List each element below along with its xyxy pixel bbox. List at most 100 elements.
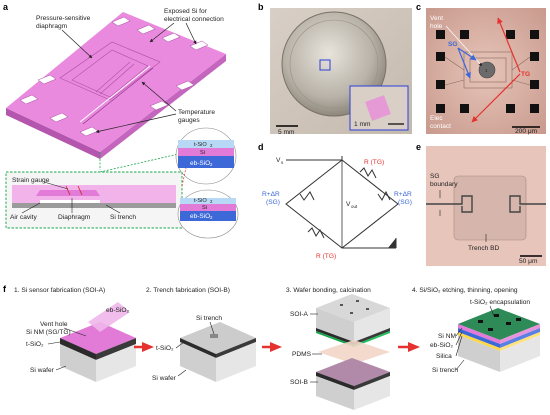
scale-e: 50 μm <box>519 258 538 265</box>
s1-eb: eb-SiO₂ <box>106 307 130 314</box>
label-vout: V <box>346 201 351 208</box>
zoom1-si: Si <box>200 150 205 156</box>
label-elec-2: contact <box>430 123 451 130</box>
s1-sinm: Si NM (SG/TG) <box>26 329 71 336</box>
step-1-block: eb-SiO₂ Vent hole Si NM (SG/TG) t-SiO₂ S… <box>26 302 136 382</box>
label-si-trench: Si trench <box>110 214 136 221</box>
svg-text:s: s <box>281 160 284 165</box>
label-sg: SG <box>448 41 458 48</box>
s2-wafer: Si wafer <box>152 375 177 382</box>
strain-gauge-lines <box>79 65 151 123</box>
label-vent-2: hole <box>430 23 443 30</box>
panel-f: f 1. Si sensor fabrication (SOI-A) 2. Tr… <box>3 284 540 410</box>
ground-symbol <box>388 238 396 248</box>
label-strain-gauge: Strain gauge <box>12 177 50 184</box>
panel-letter-b: b <box>258 2 264 12</box>
s2-tsio: t-SiO₂ <box>156 345 174 352</box>
label-diaphragm: Diaphragm <box>58 214 91 221</box>
svg-text:2: 2 <box>210 215 213 220</box>
arrow-1-2 <box>142 342 154 352</box>
svg-text:2: 2 <box>210 162 213 167</box>
step-1-title: 1. Si sensor fabrication (SOI-A) <box>14 287 105 294</box>
inset-chip <box>365 95 391 121</box>
label-r-sg-left-2: (SG) <box>266 199 280 206</box>
panel-letter-e: e <box>416 142 421 152</box>
s3-soia: SOI-A <box>290 311 309 318</box>
label-exposed-si-2: electrical connection <box>164 16 224 23</box>
panel-letter-d: d <box>258 142 264 152</box>
trench-region <box>453 175 527 241</box>
vent-hole <box>478 61 496 79</box>
s1-tsio: t-SiO₂ <box>26 341 44 348</box>
svg-text:1: 1 <box>485 68 488 73</box>
arrow-3-4 <box>408 342 420 352</box>
zoom1-tsio2: t-SiO <box>194 142 207 148</box>
step-3-block: SOI-A PDMS SOI-B <box>290 294 390 410</box>
s1-vent: Vent hole <box>40 321 68 328</box>
cross-section-box: Strain gauge Air cavity Diaphragm Si tre… <box>5 171 183 229</box>
zoom2-ebsio2: eb-SiO <box>190 213 210 220</box>
label-trench-bd: Trench BD <box>468 245 500 252</box>
s2-trench: Si trench <box>196 315 222 322</box>
step-3-title: 3. Wafer bonding, calcination <box>286 287 371 294</box>
panel-letter-c: c <box>416 2 421 12</box>
step-4-title: 4. Si/SiO₂ etching, thinning, opening <box>412 287 518 294</box>
step-4-block: t-SiO₂ encapsulation Si NM eb-SiO₂ Silic… <box>430 299 540 374</box>
panel-c: c 1 Vent hole SG <box>416 2 546 135</box>
label-r-tg-bottom: R (TG) <box>316 253 336 260</box>
svg-text:2: 2 <box>210 199 213 204</box>
label-r-tg-top: R (TG) <box>364 159 384 166</box>
scale-b-inset: 1 mm <box>354 121 371 128</box>
svg-text:out: out <box>351 204 358 209</box>
serpentine-traces <box>444 51 531 89</box>
zoom1-ebsio2: eb-SiO <box>190 160 210 167</box>
s3-soib: SOI-B <box>290 379 309 386</box>
label-r-sg-right-1: R+ΔR <box>394 191 412 198</box>
zoom-box <box>319 59 331 71</box>
s4-eb: eb-SiO₂ <box>430 342 454 349</box>
s4-trench: Si trench <box>432 367 458 374</box>
arrow-2-3 <box>270 342 282 352</box>
contact-pads <box>19 16 209 137</box>
label-vs: V <box>276 157 281 164</box>
label-elec-1: Elec <box>430 115 443 122</box>
label-pressure-diaphragm-1: Pressure-sensitive <box>36 15 91 22</box>
chip-side-left <box>6 108 100 159</box>
label-r-sg-left-1: R+ΔR <box>262 191 280 198</box>
s4-silica: Silica <box>436 353 452 360</box>
panel-a: a Pressure-sensitive di <box>3 2 239 239</box>
label-r-sg-right-2: (SG) <box>398 199 412 206</box>
s3-pdms: PDMS <box>292 351 312 358</box>
step-2-block: Si trench t-SiO₂ Si wafer <box>152 315 256 382</box>
s4-sinm: Si NM <box>438 333 456 340</box>
panel-letter-a: a <box>3 2 9 12</box>
scale-c: 200 μm <box>515 128 538 135</box>
label-vent-1: Vent <box>430 15 443 22</box>
trench-outlines <box>59 41 161 101</box>
panel-letter-f: f <box>3 284 7 294</box>
label-pressure-diaphragm-2: diaphragm <box>36 23 68 30</box>
panel-d: d V s R (TG) R+ΔR (SG) R+ΔR (SG) V out R… <box>258 142 412 260</box>
zoom2-tsio2: t-SiO <box>194 198 207 204</box>
label-sg-boundary-2: boundary <box>430 181 458 188</box>
scale-b-main: 5 mm <box>278 129 295 136</box>
label-temperature-gauges-1: Temperature <box>178 109 215 116</box>
label-temperature-gauges-2: gauges <box>178 117 200 124</box>
panel-e: e SG boundary Trench BD 50 μm <box>416 142 546 266</box>
label-tg: TG <box>521 71 530 78</box>
s1-wafer: Si wafer <box>30 367 55 374</box>
s4-encap: t-SiO₂ encapsulation <box>470 299 530 306</box>
electrode-pads <box>436 30 539 113</box>
step-2-title: 2. Trench fabrication (SOI-B) <box>146 287 230 294</box>
label-exposed-si-1: Exposed Si for <box>164 8 208 15</box>
zoom2-si: Si <box>202 205 207 211</box>
label-sg-boundary-1: SG <box>430 173 440 180</box>
strain-gauge-serpentine <box>426 195 546 213</box>
panel-b: b 5 mm 1 mm <box>258 2 412 136</box>
label-air-cavity: Air cavity <box>10 214 37 221</box>
svg-text:2: 2 <box>210 143 213 148</box>
